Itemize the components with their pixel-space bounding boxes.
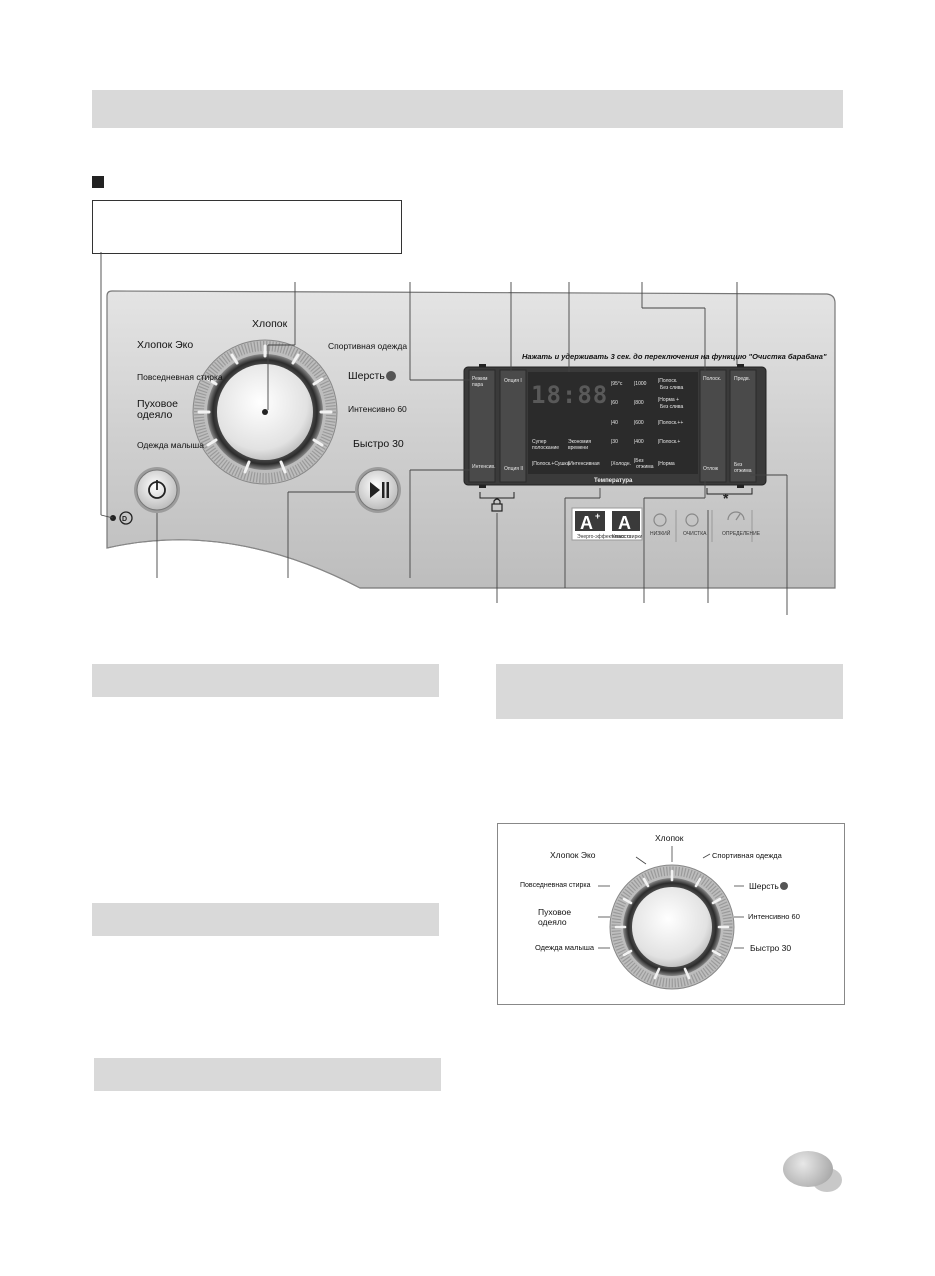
inset-label-wool: Шерсть <box>749 881 779 891</box>
star-symbol: * <box>723 490 729 506</box>
svg-text:|Холодн.: |Холодн. <box>611 461 631 467</box>
svg-text:Супер: Супер <box>532 439 547 445</box>
dial-label-cotton: Хлопок <box>252 318 288 330</box>
svg-text:|Норма +: |Норма + <box>658 397 679 403</box>
dial-label-baby-clothes: Одежда малыша <box>137 440 204 450</box>
svg-text:Режим: Режим <box>472 376 488 382</box>
svg-text:|Полоск.++: |Полоск.++ <box>658 420 683 426</box>
dial-label-daily-wash: Повседневная стирка <box>137 372 223 382</box>
svg-text:Отлож: Отлож <box>703 466 719 472</box>
svg-text:+: + <box>595 511 600 521</box>
svg-text:Опция II: Опция II <box>504 466 523 472</box>
svg-text:отжима: отжима <box>636 464 654 470</box>
svg-text:|1000: |1000 <box>634 381 647 387</box>
smart-diagnosis-logo: D <box>119 511 133 525</box>
svg-text:|Полоск.+: |Полоск.+ <box>658 439 680 445</box>
svg-text:Без слива: Без слива <box>660 404 683 410</box>
svg-text:|Полоск.+Сушка: |Полоск.+Сушка <box>532 461 570 467</box>
inset-label-sportswear: Спортивная одежда <box>712 851 782 860</box>
child-lock-icon <box>491 498 503 512</box>
svg-text:|Без: |Без <box>634 458 644 464</box>
control-panel-illustration: D 18:88 |95°c|1000|Полоск.Без слива |60|… <box>100 252 836 615</box>
svg-text:Без: Без <box>734 462 743 468</box>
svg-text:времени: времени <box>568 445 588 451</box>
dial-label-duvet-line1: Пуховое <box>137 398 178 410</box>
power-button <box>134 467 180 513</box>
callout-box <box>92 200 402 254</box>
program-dial <box>192 339 338 485</box>
inset-label-cotton-eco: Хлопок Эко <box>550 850 596 860</box>
inset-label-intensive60: Интенсивно 60 <box>748 912 800 921</box>
svg-text:НИЗКИЙ: НИЗКИЙ <box>650 529 671 537</box>
left-section-bar-3 <box>94 1058 441 1091</box>
dial-label-intensive60: Интенсивно 60 <box>348 404 407 414</box>
svg-text:отжима: отжима <box>734 468 752 474</box>
svg-text:|Интенсивная: |Интенсивная <box>568 461 600 467</box>
inset-label-duvet-line1: Пуховое <box>538 907 572 917</box>
dial-label-quick30: Быстро 30 <box>353 438 404 450</box>
dial-label-wool: Шерсть <box>348 370 385 382</box>
left-section-bar-2 <box>92 903 439 936</box>
svg-text:Полоск.: Полоск. <box>703 376 721 382</box>
top-header-bar <box>92 90 843 128</box>
wool-icon <box>386 371 396 381</box>
left-section-bar-1 <box>92 664 439 697</box>
svg-text:ОЧИСТКА: ОЧИСТКА <box>683 531 707 537</box>
page-number-oval <box>783 1151 833 1187</box>
svg-text:Класс стирки: Класс стирки <box>612 534 643 540</box>
inset-label-baby-clothes: Одежда малыша <box>535 943 595 952</box>
svg-text:Опция I: Опция I <box>504 378 522 384</box>
svg-text:пара: пара <box>472 382 483 388</box>
start-pause-button <box>355 467 401 513</box>
svg-text:|Полоск.: |Полоск. <box>658 378 677 384</box>
svg-text:Экономия: Экономия <box>568 439 591 445</box>
inset-label-cotton: Хлопок <box>655 833 684 843</box>
inset-label-duvet-line2: одеяло <box>538 917 567 927</box>
dial-label-sportswear: Спортивная одежда <box>328 341 408 351</box>
svg-text:Предв.: Предв. <box>734 376 750 382</box>
display-digits: 18:88 <box>531 381 608 409</box>
svg-text:Без слива: Без слива <box>660 385 683 391</box>
svg-text:|60: |60 <box>611 400 618 406</box>
svg-text:Энерго-эффективность: Энерго-эффективность <box>577 534 632 540</box>
svg-text:Интенсив.: Интенсив. <box>472 464 495 470</box>
svg-text:A: A <box>618 513 631 533</box>
section-bullet-square <box>92 176 104 188</box>
inset-label-quick30: Быстро 30 <box>750 943 792 953</box>
temperature-label: Температура <box>594 478 633 484</box>
svg-text:ОПРЕДЕЛЕНИЕ: ОПРЕДЕЛЕНИЕ <box>722 531 761 537</box>
svg-text:|400: |400 <box>634 439 644 445</box>
dial-label-duvet-line2: одеяло <box>137 409 173 421</box>
svg-text:|Норма: |Норма <box>658 461 675 467</box>
drum-clean-instruction: Нажать и удерживать 3 сек. до переключен… <box>522 352 827 361</box>
svg-text:|40: |40 <box>611 420 618 426</box>
svg-text:полоскание: полоскание <box>532 445 559 451</box>
inset-wool-icon <box>780 882 788 890</box>
svg-text:|30: |30 <box>611 439 618 445</box>
svg-text:|95°c: |95°c <box>611 381 623 387</box>
svg-text:D: D <box>122 516 127 523</box>
inset-dial-figure: Хлопок Хлопок Эко Спортивная одежда Повс… <box>497 823 845 1005</box>
inset-label-daily-wash: Повседневная стирка <box>520 882 591 889</box>
right-section-bar <box>496 664 843 719</box>
svg-text:A: A <box>580 513 593 533</box>
svg-text:|600: |600 <box>634 420 644 426</box>
svg-text:|800: |800 <box>634 400 644 406</box>
dial-label-cotton-eco: Хлопок Эко <box>137 339 194 351</box>
